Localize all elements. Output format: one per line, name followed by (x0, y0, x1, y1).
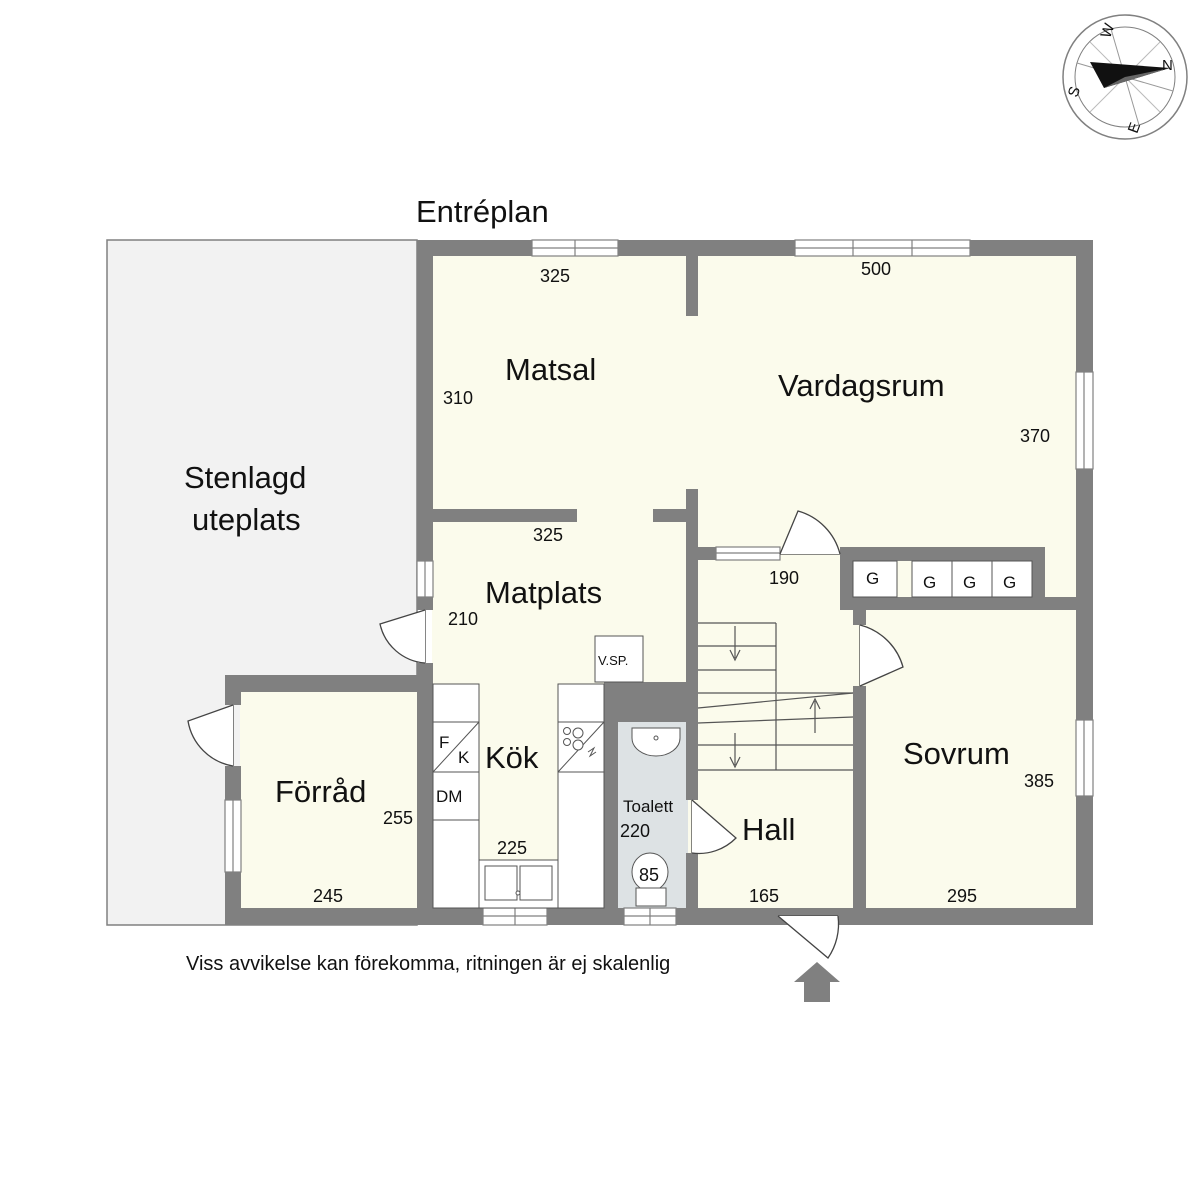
matsal-dim-side: 310 (443, 388, 473, 408)
wall-closet-right (1032, 547, 1045, 609)
kitchen-fixtures: F K DM V.SP. (432, 635, 644, 909)
door-entrance (777, 915, 840, 959)
matplats-dim-side: 210 (448, 609, 478, 629)
window-matplats (416, 560, 434, 598)
window-vardagsrum (794, 239, 971, 257)
toalett-name: Toalett (623, 797, 673, 816)
disclaimer: Viss avvikelse kan förekomma, ritningen … (186, 953, 670, 975)
wall-hall-top-b (840, 547, 1045, 561)
window-vardagsrum-right (1075, 371, 1094, 470)
wall-sovrum-left-b (853, 686, 866, 916)
toalett-fixture-dim: 85 (639, 865, 659, 885)
vardagsrum-name: Vardagsrum (778, 368, 945, 403)
wall-forrad-top (225, 675, 433, 692)
washbasin (631, 727, 681, 757)
compass-needle-icon (1090, 62, 1170, 88)
sovrum-name: Sovrum (903, 736, 1010, 771)
doors (187, 510, 904, 959)
kok-name: Kök (485, 740, 539, 775)
vardagsrum-dim-side: 370 (1020, 426, 1050, 446)
window-matsal (531, 239, 619, 257)
sink-bowl-2 (519, 865, 553, 901)
water-heater-label: V.SP. (598, 653, 628, 668)
counter-right (557, 683, 605, 909)
door-sovrum (859, 624, 904, 687)
kok-dim-bottom: 225 (497, 838, 527, 858)
door-patio (379, 609, 426, 664)
door-forrad (187, 704, 234, 767)
window-hall-inner (715, 546, 781, 561)
wall-matsal-left (432, 509, 577, 522)
compass: N E S W (1062, 14, 1188, 140)
matplats-name: Matplats (485, 575, 602, 610)
wall-toilet-top (604, 682, 698, 722)
window-forrad (224, 799, 242, 873)
closet-label-2: G (923, 573, 936, 592)
sovrum-dim-bottom: 295 (947, 886, 977, 906)
door-vardagsrum-hall (779, 510, 841, 555)
closet-label-4: G (1003, 573, 1016, 592)
stair-arrow-down-2-icon (729, 733, 741, 769)
matsal-name: Matsal (505, 352, 596, 387)
wall-sovrum-left-a (853, 610, 866, 625)
closet-label-3: G (963, 573, 976, 592)
wall-left-lower (417, 663, 433, 925)
patio-label-2: uteplats (192, 502, 301, 537)
toalett-dim-side: 220 (620, 821, 650, 841)
hall-dim-top: 190 (769, 568, 799, 588)
closets: G G G G (852, 560, 1033, 598)
plan-title: Entréplan (416, 194, 549, 229)
freezer-label: K (458, 748, 470, 767)
toilet-tank (635, 887, 667, 907)
wall-toilet-left (604, 682, 618, 918)
room-labels: Stenlagd uteplats Matsal 325 310 Vardags… (184, 259, 1054, 906)
forrad-name: Förråd (275, 774, 366, 809)
door-toilet (691, 799, 737, 855)
wall-closet-left (840, 547, 853, 609)
vardagsrum-dim-top: 500 (861, 259, 891, 279)
wall-forrad-left-a (225, 675, 241, 705)
forrad-dim-bottom: 245 (313, 886, 343, 906)
forrad-dim-side: 255 (383, 808, 413, 828)
stair-arrow-up-icon (809, 697, 821, 733)
wall-kitchen-right-b (686, 853, 698, 918)
wall-right (1076, 240, 1093, 925)
hall-name: Hall (742, 812, 795, 847)
dishwasher-label: DM (436, 787, 462, 806)
compass-w: W (1097, 20, 1118, 40)
wall-matsal-right (653, 509, 698, 522)
fridge-label: F (439, 733, 449, 752)
stairs (697, 622, 854, 771)
stair-arrow-down-1-icon (729, 626, 741, 662)
window-kok (482, 907, 548, 926)
closet-label-1: G (866, 569, 879, 588)
wall-stub-mid (686, 489, 698, 559)
wall-left-upper (417, 240, 433, 610)
wall-sovrum-top (840, 597, 1092, 610)
dishwasher-box (432, 771, 480, 821)
window-toilet (623, 907, 677, 926)
sink-bowl-1 (484, 865, 518, 901)
compass-n: N (1162, 57, 1173, 74)
toilet-fixtures (631, 727, 681, 907)
wall-hall-top-a (686, 547, 716, 560)
matsal-dim-top: 325 (540, 266, 570, 286)
wall-kitchen-right-a (686, 560, 698, 800)
window-sovrum (1075, 719, 1094, 797)
entrance-arrow-icon (794, 962, 840, 1002)
wall-top (417, 240, 1093, 256)
water-heater-box (594, 635, 644, 683)
sovrum-dim-side: 385 (1024, 771, 1054, 791)
matplats-dim-top: 325 (533, 525, 563, 545)
hall-dim-bottom: 165 (749, 886, 779, 906)
forrad-floor (240, 690, 417, 910)
windows (224, 239, 1094, 926)
patio-label-1: Stenlagd (184, 460, 306, 495)
wall-stub-top (686, 256, 698, 316)
